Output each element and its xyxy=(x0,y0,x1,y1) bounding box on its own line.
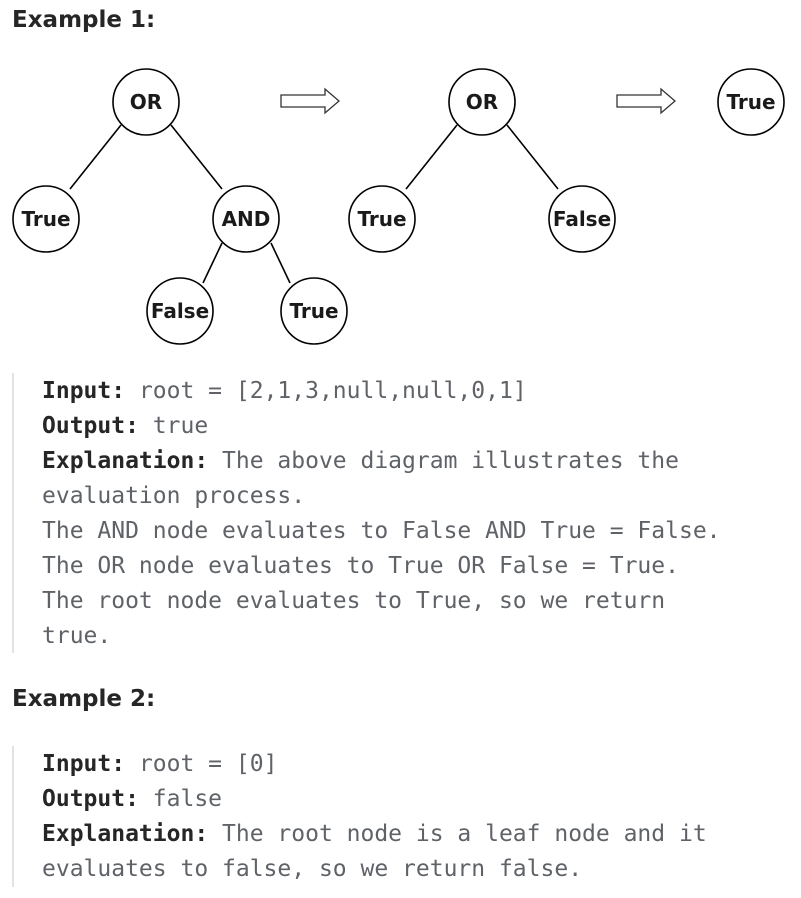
explanation-line: Explanation: The above diagram illustrat… xyxy=(42,444,787,479)
input-line: Input: root = [0] xyxy=(42,747,787,782)
output-value: true xyxy=(138,413,209,439)
output-line: Output: true xyxy=(42,409,787,444)
tree2-root-node: OR xyxy=(448,68,516,136)
tree1-root-label: OR xyxy=(130,90,162,114)
tree3-root-label: True xyxy=(726,90,775,114)
explanation-text: The root node is a leaf node and it xyxy=(208,821,707,847)
tree1-right-label: AND xyxy=(222,207,271,231)
output-line: Output: false xyxy=(42,782,787,817)
example-1-heading: Example 1: xyxy=(12,7,156,33)
tree1-right-left-label: False xyxy=(151,299,209,323)
input-value: root = [2,1,3,null,null,0,1] xyxy=(125,378,527,404)
explanation-line: Explanation: The root node is a leaf nod… xyxy=(42,817,787,852)
evaluation-diagram: OR True AND False True OR True False Tru… xyxy=(12,68,785,345)
right-arrow-icon xyxy=(616,87,676,115)
input-label: Input: xyxy=(42,751,126,777)
tree1-right-right-node: True xyxy=(280,277,348,345)
input-line: Input: root = [2,1,3,null,null,0,1] xyxy=(42,374,787,409)
tree2-right-node: False xyxy=(548,185,616,253)
tree1-right-left-node: False xyxy=(146,277,214,345)
explanation-text: The AND node evaluates to False AND True… xyxy=(42,518,721,544)
explanation-text: The above diagram illustrates the xyxy=(208,448,679,474)
explanation-text: The root node evaluates to True, so we r… xyxy=(42,588,666,614)
output-label: Output: xyxy=(42,786,139,812)
explanation-text: evaluation process. xyxy=(42,483,306,509)
explanation-text: The OR node evaluates to True OR False =… xyxy=(42,553,679,579)
tree2-left-node: True xyxy=(348,185,416,253)
tree3-root-node: True xyxy=(717,68,785,136)
tree1-left-node: True xyxy=(12,185,80,253)
tree1-left-label: True xyxy=(21,207,70,231)
tree1-right-node: AND xyxy=(212,185,280,253)
right-arrow-icon xyxy=(280,87,340,115)
tree2-left-label: True xyxy=(357,207,406,231)
input-label: Input: xyxy=(42,378,126,404)
tree2-right-label: False xyxy=(553,207,611,231)
output-value: false xyxy=(138,786,223,812)
explanation-text: true. xyxy=(42,623,112,649)
explanation-label: Explanation: xyxy=(42,448,209,474)
explanation-text: evaluates to false, so we return false. xyxy=(42,856,583,882)
example-1-code-block: Input: root = [2,1,3,null,null,0,1]Outpu… xyxy=(12,373,787,653)
example-2-heading: Example 2: xyxy=(12,686,156,712)
tree1-right-right-label: True xyxy=(289,299,338,323)
tree2-root-label: OR xyxy=(466,90,498,114)
tree1-root-node: OR xyxy=(112,68,180,136)
output-label: Output: xyxy=(42,413,139,439)
explanation-label: Explanation: xyxy=(42,821,209,847)
input-value: root = [0] xyxy=(125,751,278,777)
